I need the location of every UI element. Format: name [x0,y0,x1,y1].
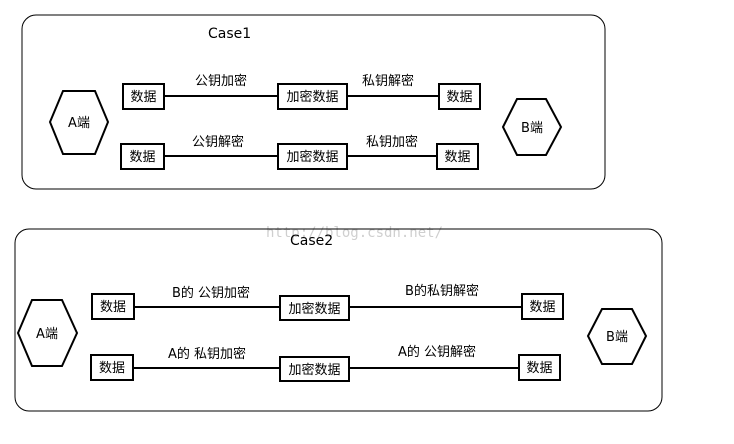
case2-row2-edge-left-label: A的 私钥加密 [168,346,246,362]
case1-row1-data-box [122,83,165,110]
case2-row2-data-label-right: 数据 [526,361,552,376]
case2-frame [14,228,663,412]
case1-a-node-label: A端 [68,116,90,131]
case2-panel: Case2 A端 B端 数据 加密数据 数据 B的 公钥加密 B的私钥解密 数据… [14,228,663,412]
case1-row1-encrypted-box [277,83,348,110]
case2-row1-encrypted-box [279,295,350,321]
case1-row2-edge-right-label: 私钥加密 [366,134,418,150]
case1-row1-data-label-right: 数据 [446,90,472,105]
case2-row2-edge-right-label: A的 公钥解密 [398,344,476,360]
case2-title: Case2 [290,233,333,249]
case1-a-node-shape [48,90,110,155]
case2-b-node-label: B端 [606,330,628,345]
case1-row1-edge-left-label: 公钥加密 [195,73,247,89]
case1-title: Case1 [208,26,251,42]
case1-panel: Case1 A端 B端 数据 加密数据 数据 公钥加密 私钥解密 数据 加密数据… [21,14,606,190]
case1-frame [21,14,606,190]
case2-b-node-shape [586,308,648,365]
case2-row1-data-label-right: 数据 [529,300,555,315]
case1-row2-data-box [120,143,165,170]
case2-row2-encrypted-label: 加密数据 [288,362,340,378]
case2-row1-data-label: 数据 [100,300,126,315]
case1-row1-data-label: 数据 [130,90,156,105]
case2-row2-data-box-right [518,354,561,381]
case2-a-node-shape [16,299,79,367]
case2-row1-encrypted-label: 加密数据 [288,301,340,317]
case2-a-node-label: A端 [36,327,58,342]
case2-row2-data-label: 数据 [99,361,125,376]
case1-row1-edge-right-label: 私钥解密 [362,73,414,89]
case1-b-node-label: B端 [521,121,543,136]
case2-row1-data-box-right [521,293,564,320]
case1-row2-encrypted-label: 加密数据 [286,149,338,165]
case1-row2-data-label-right: 数据 [444,150,470,165]
case1-b-node-shape [501,98,563,156]
case2-row2-data-box [90,354,134,381]
case1-row2-encrypted-box [277,143,348,170]
case2-row1-data-box [91,293,135,320]
case1-row2-data-box-right [436,143,479,170]
case1-row2-edge-left-label: 公钥解密 [192,134,244,150]
case2-row2-encrypted-box [279,356,350,382]
case1-row1-data-box-right [438,83,481,110]
case1-row2-data-label: 数据 [129,150,155,165]
case2-row1-edge-left-label: B的 公钥加密 [172,285,250,301]
case1-row1-encrypted-label: 加密数据 [286,89,338,105]
case2-row1-edge-right-label: B的私钥解密 [405,283,479,299]
